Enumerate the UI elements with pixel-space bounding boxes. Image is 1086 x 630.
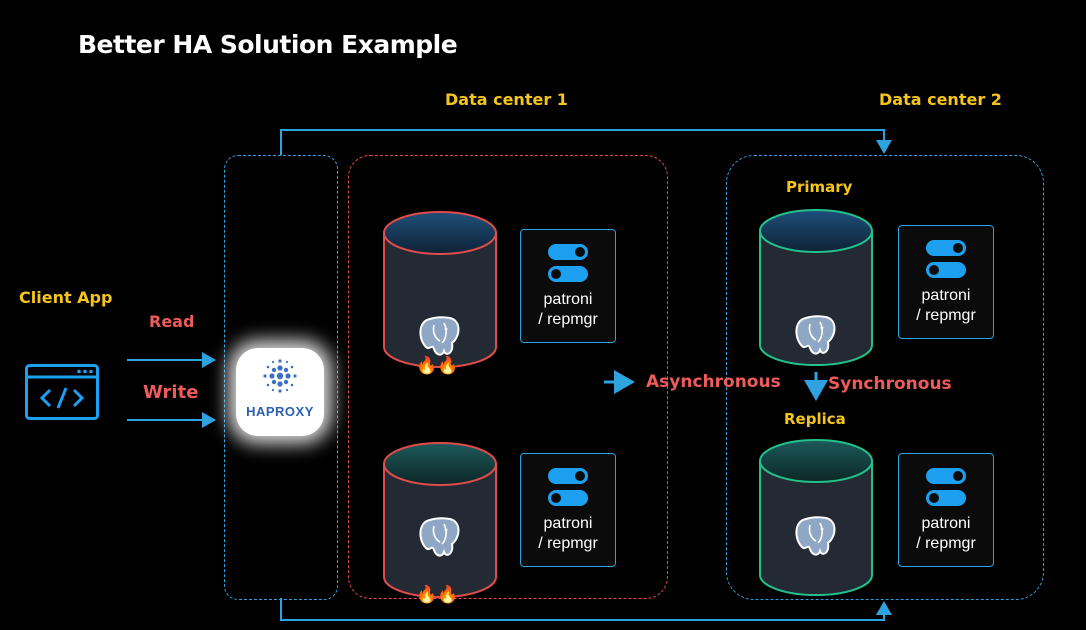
patroni-box-primary: patroni / repmgr: [898, 225, 994, 339]
patroni-label: patroni: [543, 291, 593, 308]
client-app-label: Client App: [19, 288, 113, 307]
repmgr-label: / repmgr: [916, 307, 976, 324]
primary-database: [759, 209, 873, 366]
primary-label: Primary: [786, 178, 853, 196]
toggle-icon: [926, 262, 966, 278]
toggle-icon: [548, 266, 588, 282]
dc1-container: [348, 155, 668, 599]
replica-label: Replica: [784, 410, 846, 428]
patroni-box-replica: patroni / repmgr: [898, 453, 994, 567]
dc1-label: Data center 1: [445, 90, 568, 109]
repmgr-label: / repmgr: [916, 535, 976, 552]
page-title: Better HA Solution Example: [78, 30, 458, 59]
dc2-label: Data center 2: [879, 90, 1002, 109]
fire-icon: 🔥🔥: [416, 585, 459, 605]
async-label: Asynchronous: [646, 372, 781, 392]
haproxy-logo: HAPROXY: [236, 348, 324, 436]
toggle-icon: [926, 490, 966, 506]
dc1-bottom-database: [383, 442, 497, 598]
top-route-line: [280, 129, 892, 155]
patroni-label: patroni: [543, 515, 593, 532]
haproxy-dot-icon: [263, 359, 297, 393]
repmgr-label: / repmgr: [538, 311, 598, 328]
replica-database: [759, 439, 873, 596]
patroni-box-dc1-bottom: patroni / repmgr: [520, 453, 616, 567]
write-label: Write: [143, 382, 199, 403]
haproxy-container: [224, 155, 338, 600]
toggle-icon: [548, 490, 588, 506]
toggle-icon: [926, 240, 966, 256]
patroni-label: patroni: [921, 287, 971, 304]
fire-icon: 🔥🔥: [416, 356, 459, 376]
bottom-route-line: [280, 598, 892, 621]
patroni-label: patroni: [921, 515, 971, 532]
toggle-icon: [548, 244, 588, 260]
toggle-icon: [548, 468, 588, 484]
dc2-container: [726, 155, 1044, 600]
code-window-icon: [25, 364, 99, 420]
dc1-top-database: [383, 211, 497, 368]
repmgr-label: / repmgr: [538, 535, 598, 552]
patroni-box-dc1-top: patroni / repmgr: [520, 229, 616, 343]
toggle-icon: [926, 468, 966, 484]
read-label: Read: [149, 312, 195, 331]
sync-label: Synchronous: [828, 374, 952, 394]
haproxy-label: HAPROXY: [246, 404, 314, 419]
